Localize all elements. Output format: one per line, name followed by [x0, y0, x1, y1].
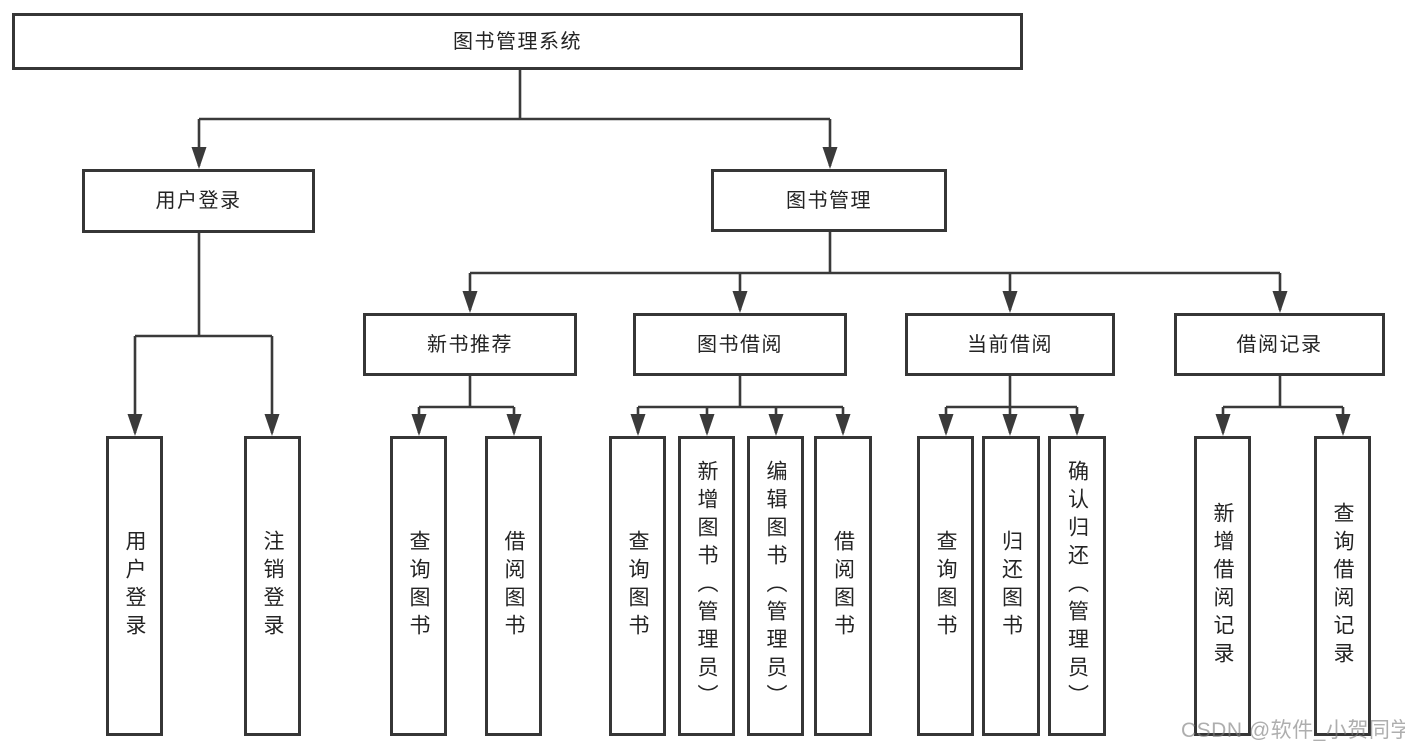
node-label: 图书管理	[786, 189, 872, 212]
leaf-query-books-current: 查询图书	[917, 436, 974, 736]
leaf-return-book: 归还图书	[982, 436, 1040, 736]
leaf-confirm-return-admin: 确认归还（管理员）	[1048, 436, 1106, 736]
node-label: 用户登录	[123, 530, 146, 642]
node-borrowing-records: 借阅记录	[1174, 313, 1385, 376]
leaf-query-borrow-record: 查询借阅记录	[1314, 436, 1371, 736]
node-label: 编辑图书（管理员）	[764, 460, 787, 712]
node-label: 归还图书	[999, 530, 1023, 642]
node-label: 用户登录	[155, 190, 242, 212]
node-label: 确认归还（管理员）	[1065, 460, 1089, 712]
node-label: 图书管理系统	[453, 30, 582, 53]
node-label: 新增图书（管理员）	[695, 460, 718, 712]
leaf-query-books-recommend: 查询图书	[390, 436, 447, 736]
node-book-borrowing: 图书借阅	[633, 313, 847, 376]
node-label: 查询图书	[407, 530, 430, 642]
node-label: 查询借阅记录	[1331, 502, 1354, 670]
node-label: 借阅记录	[1236, 333, 1323, 356]
node-library-system: 图书管理系统	[12, 13, 1023, 70]
leaf-edit-book-admin: 编辑图书（管理员）	[747, 436, 804, 736]
leaf-borrow-books-borrowing: 借阅图书	[814, 436, 872, 736]
node-label: 借阅图书	[831, 530, 855, 642]
node-label: 图书借阅	[697, 333, 783, 356]
node-label: 注销登录	[261, 530, 284, 642]
node-label: 新书推荐	[427, 333, 513, 356]
node-label: 新增借阅记录	[1211, 502, 1234, 670]
node-current-borrowing: 当前借阅	[905, 313, 1115, 376]
node-label: 当前借阅	[967, 333, 1053, 356]
node-label: 查询图书	[934, 530, 957, 642]
node-label: 查询图书	[626, 530, 649, 642]
node-user-login-branch: 用户登录	[82, 169, 315, 233]
leaf-borrow-books-recommend: 借阅图书	[485, 436, 542, 736]
node-new-book-recommendation: 新书推荐	[363, 313, 577, 376]
leaf-add-book-admin: 新增图书（管理员）	[678, 436, 735, 736]
node-book-management-branch: 图书管理	[711, 169, 947, 232]
leaf-user-login: 用户登录	[106, 436, 163, 736]
leaf-query-books-borrowing: 查询图书	[609, 436, 666, 736]
leaf-add-borrow-record: 新增借阅记录	[1194, 436, 1251, 736]
node-label: 借阅图书	[502, 530, 525, 642]
csdn-watermark: CSDN @软件_小贺同学	[1181, 719, 1405, 742]
leaf-logout: 注销登录	[244, 436, 301, 736]
